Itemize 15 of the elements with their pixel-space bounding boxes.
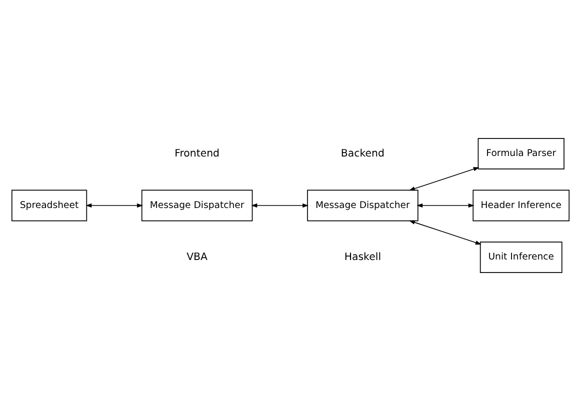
arrow <box>416 202 474 208</box>
node-box: Unit Inference <box>480 241 562 273</box>
arrow <box>408 166 480 190</box>
label: Backend <box>340 148 384 159</box>
node-box: Header Inference <box>472 189 570 221</box>
node-box: Spreadsheet <box>11 189 88 221</box>
node-box: Message Dispatcher <box>307 189 418 221</box>
node-box: Message Dispatcher <box>141 189 253 221</box>
label: Haskell <box>344 251 382 262</box>
node-box: Formula Parser <box>478 137 564 169</box>
label: Frontend <box>174 148 220 159</box>
arrow <box>408 220 482 244</box>
arrow <box>86 202 143 208</box>
arrow <box>251 202 309 208</box>
label: VBA <box>186 251 208 262</box>
